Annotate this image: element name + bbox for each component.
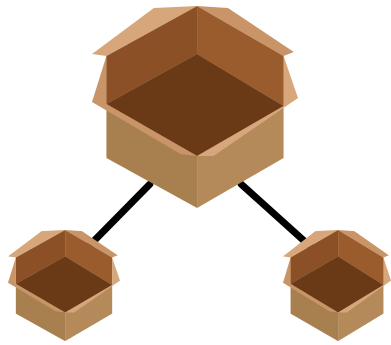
parent-box-icon (92, 6, 298, 208)
connector-line-right (241, 184, 312, 248)
child-box-right-icon (283, 230, 391, 341)
child-box-left-icon (8, 230, 120, 341)
